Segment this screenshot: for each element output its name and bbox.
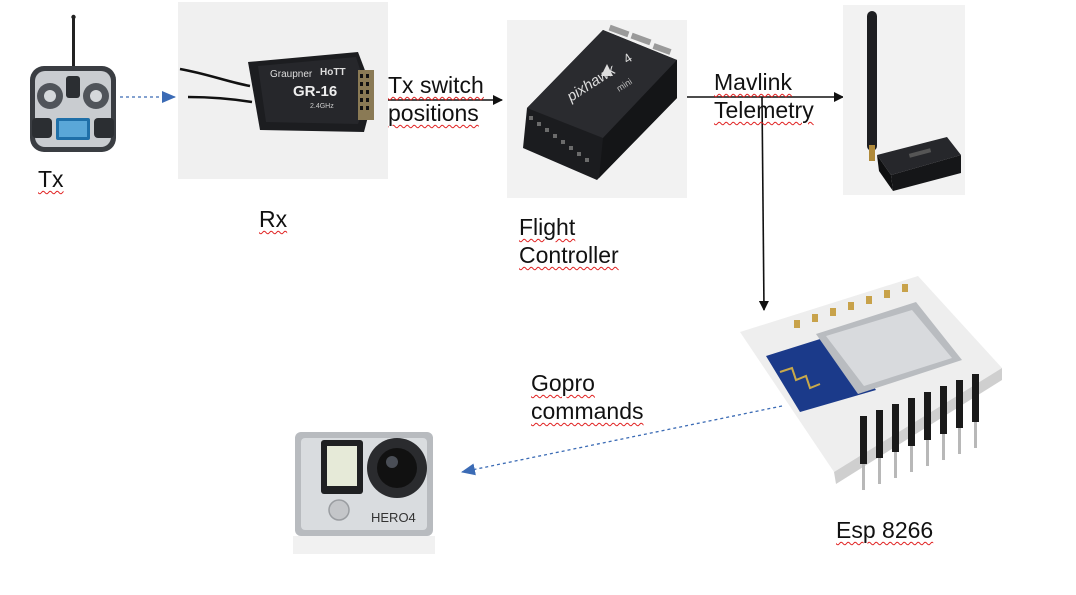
tx-switch-positions-label: Tx switch positions: [388, 71, 484, 127]
esp8266-label: Esp 8266: [836, 517, 934, 543]
flight-controller-image: pixhawk 4 mini: [507, 20, 687, 198]
telemetry-radio-image: [843, 5, 965, 195]
rx-band-text: 2.4GHz: [310, 103, 334, 110]
gopro-model-text: HERO4: [371, 510, 416, 525]
mavlink-telemetry-label: Mavlink Telemetry: [714, 68, 814, 124]
tx-label: Tx: [38, 166, 64, 192]
esp8266-board-image: [740, 276, 1022, 494]
tx-switch-line1: Tx switch: [388, 72, 484, 98]
gopro-camera-image: HERO4: [293, 430, 441, 558]
flight-controller-label: Flight Controller: [519, 213, 619, 269]
rx-receiver-image: Graupner HoTT GR-16 2.4GHz: [178, 2, 388, 179]
rx-model-text: GR-16: [293, 83, 337, 100]
mavlink-line2: Telemetry: [714, 97, 814, 123]
gopro-line2: commands: [531, 398, 644, 424]
tx-switch-line2: positions: [388, 100, 479, 126]
flight-line2: Controller: [519, 242, 619, 268]
rx-brand-text: Graupner: [270, 69, 313, 80]
arrow-esp8266-to-gopro: [461, 405, 783, 476]
mavlink-line1: Mavlink: [714, 69, 792, 95]
arrow-telemetry-to-esp8266: [758, 96, 769, 311]
rx-label: Rx: [259, 206, 288, 232]
tx-transmitter-image: [24, 14, 120, 154]
gopro-line1: Gopro: [531, 370, 595, 396]
flight-line1: Flight: [519, 214, 576, 240]
rx-brand2-text: HoTT: [320, 67, 346, 78]
gopro-commands-label: Gopro commands: [531, 369, 643, 425]
